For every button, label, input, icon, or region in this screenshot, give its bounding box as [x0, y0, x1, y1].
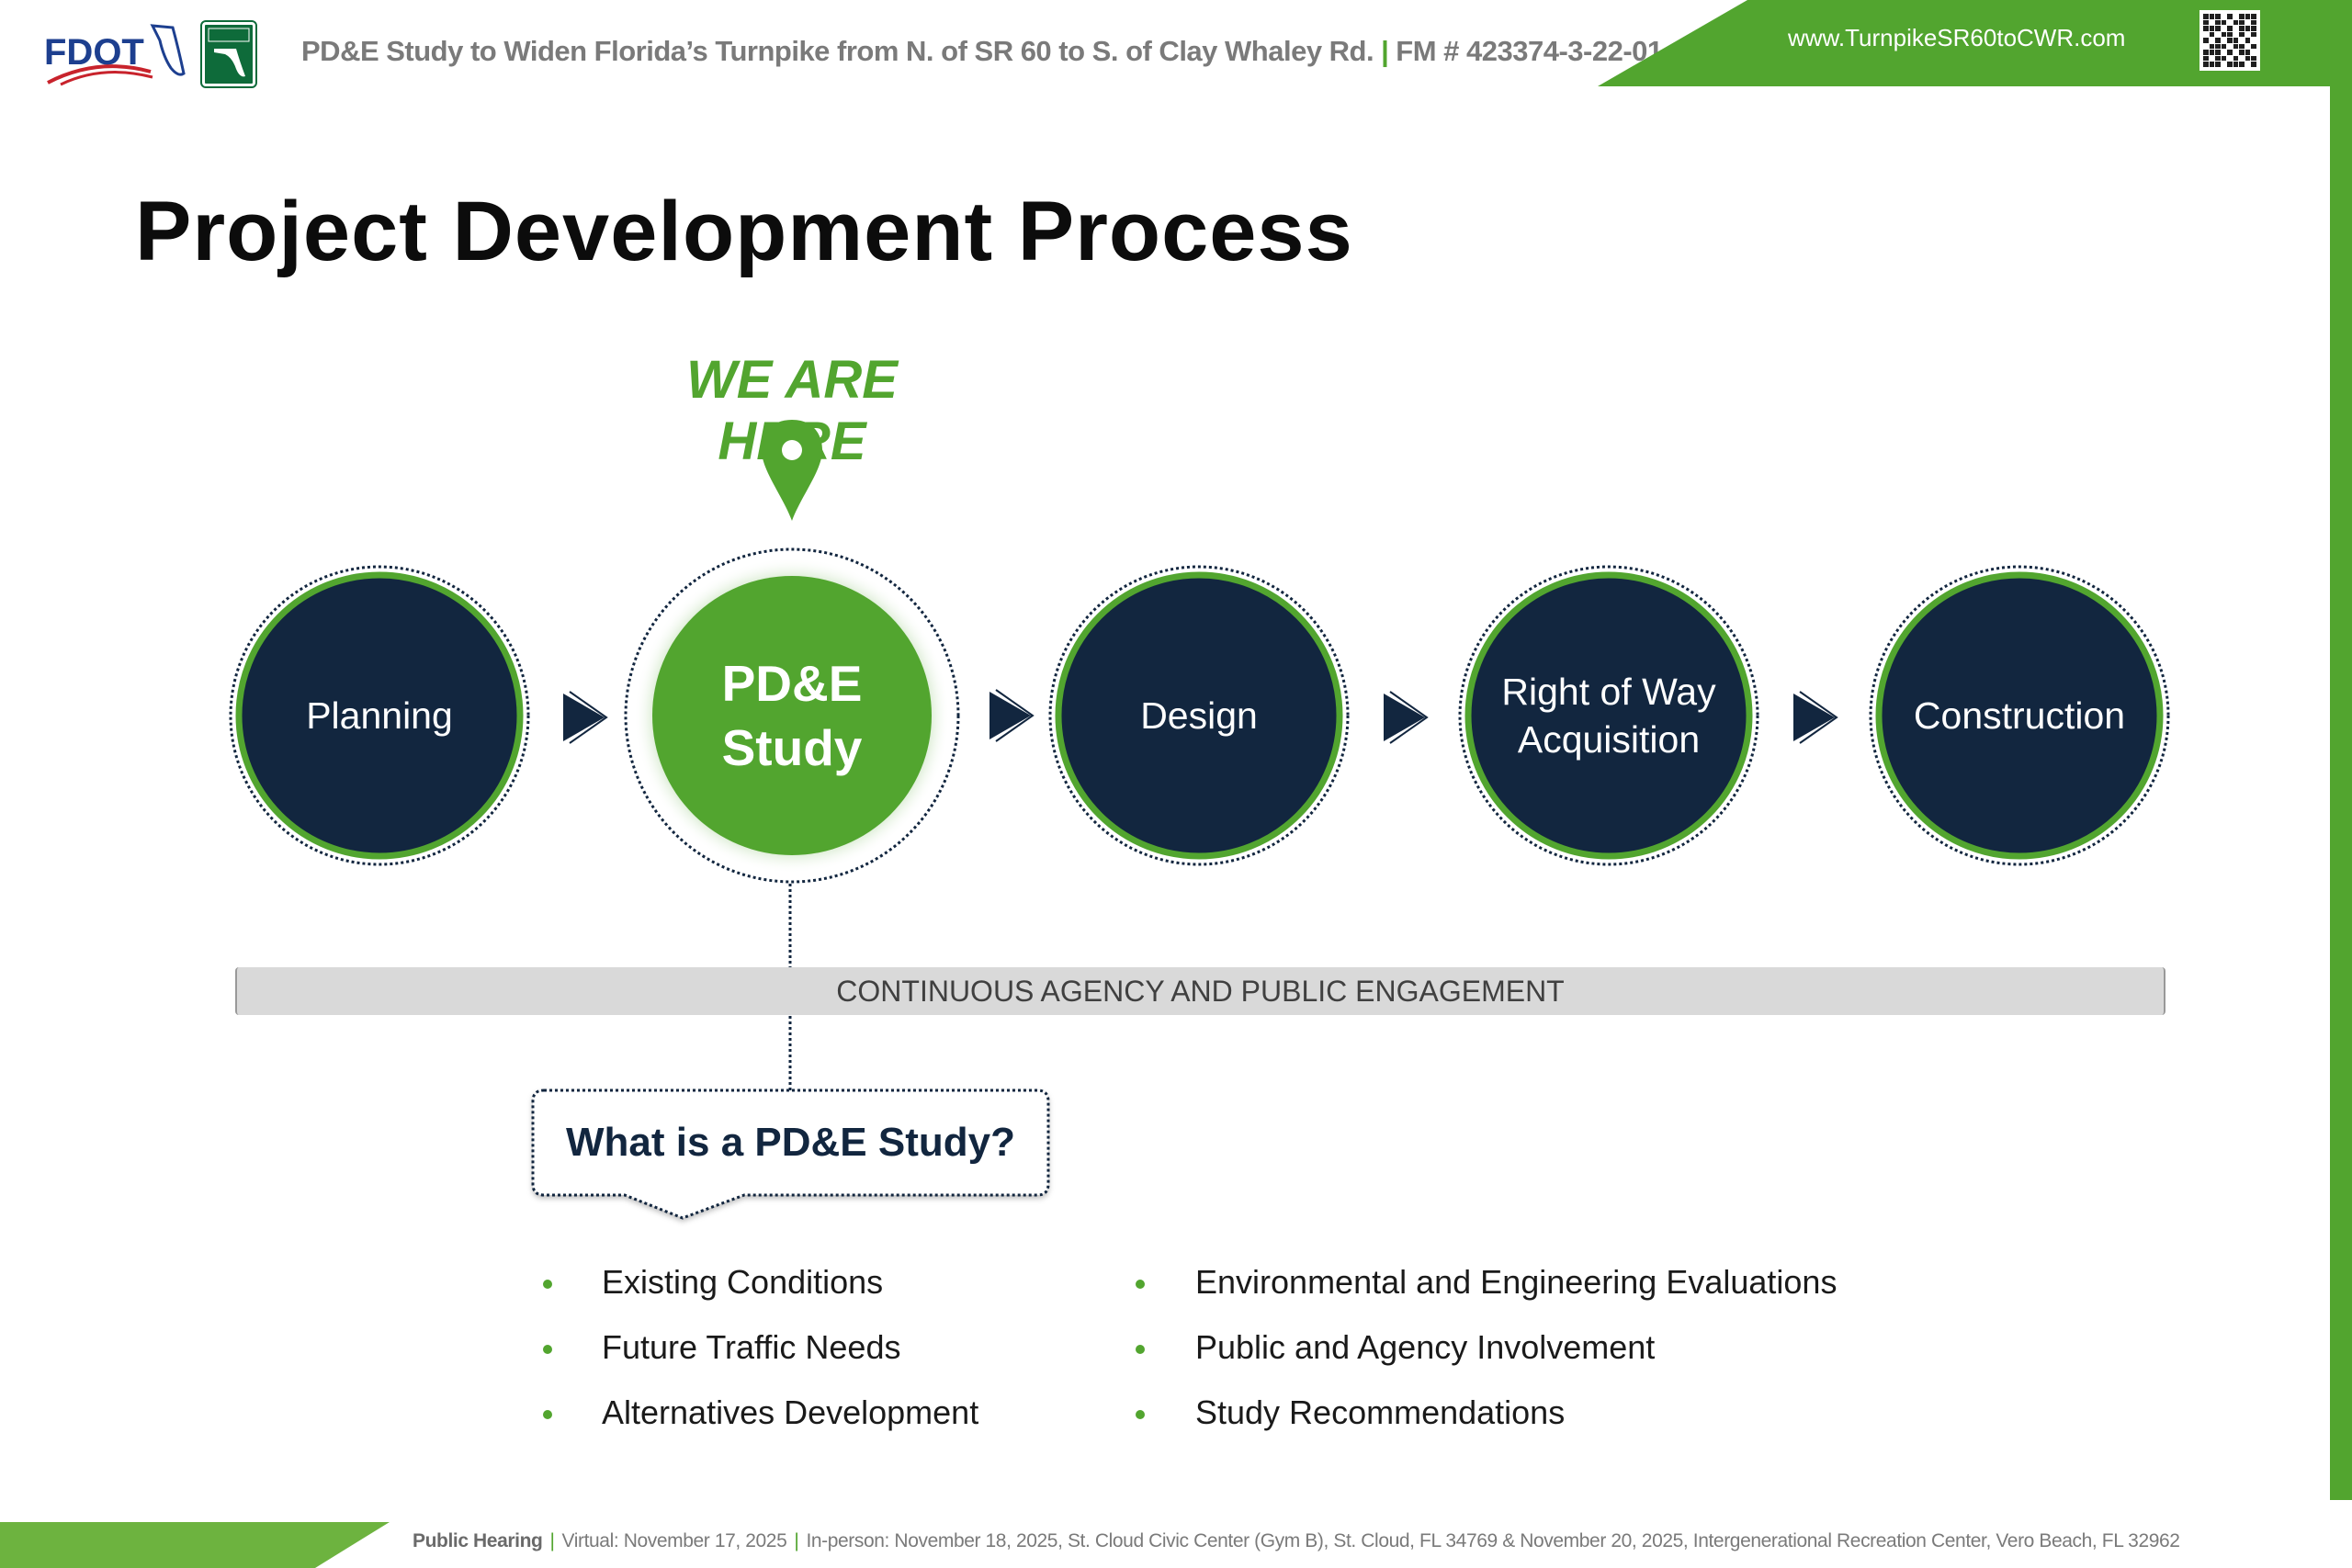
list-item: Future Traffic Needs	[602, 1328, 901, 1366]
bullet-icon	[1136, 1410, 1145, 1419]
step-label-right-of-way: Right of Way Acquisition	[1501, 671, 1716, 761]
bullet-icon	[543, 1280, 552, 1289]
list-item: Study Recommendations	[1195, 1393, 1566, 1431]
step-circle-pde	[624, 547, 960, 884]
qr-code-icon	[2199, 10, 2260, 71]
bullet-icon	[543, 1345, 552, 1354]
footer-separator: |	[549, 1530, 555, 1551]
step-circle-planning	[229, 565, 530, 866]
footer-in-person: In-person: November 18, 2025, St. Cloud …	[806, 1530, 2180, 1551]
callout-title: What is a PD&E Study?	[566, 1120, 1015, 1165]
arrow-right-icon	[563, 691, 608, 744]
arrow-right-icon	[1384, 691, 1429, 744]
engagement-bar: CONTINUOUS AGENCY AND PUBLIC ENGAGEMENT	[235, 967, 2165, 1015]
arrow-right-icon	[989, 689, 1035, 742]
list-item: Alternatives Development	[602, 1393, 979, 1431]
fm-number: FM # 423374-3-22-01	[1396, 35, 1663, 67]
step-label-construction: Construction	[1913, 694, 2126, 737]
step-circle-right-of-way	[1458, 565, 1759, 866]
study-title: PD&E Study to Widen Florida’s Turnpike f…	[301, 35, 1374, 67]
turnpike-logo	[200, 20, 257, 88]
bullet-icon	[1136, 1280, 1145, 1289]
list-item: Environmental and Engineering Evaluation…	[1195, 1263, 1838, 1301]
right-green-bar	[2330, 85, 2352, 1500]
step-circle-construction	[1869, 565, 2170, 866]
step-label-planning: Planning	[306, 694, 453, 737]
callout-box	[531, 1089, 1050, 1220]
list-item: Existing Conditions	[602, 1263, 884, 1301]
arrow-right-icon	[1793, 691, 1838, 744]
step-label-design: Design	[1140, 694, 1258, 737]
website-link[interactable]: www.TurnpikeSR60toCWR.com	[1788, 24, 2126, 51]
bullet-icon	[543, 1410, 552, 1419]
footer-virtual: Virtual: November 17, 2025	[561, 1530, 787, 1551]
page-title: Project Development Process	[135, 185, 1353, 278]
step-label-pde: PD&E Study	[721, 655, 863, 776]
fdot-logo: FDOT	[42, 20, 189, 86]
step-circle-design	[1048, 565, 1350, 866]
header-separator: |	[1381, 35, 1389, 67]
footer-info: Public Hearing | Virtual: November 17, 202…	[413, 1530, 2180, 1552]
bullet-icon	[1136, 1345, 1145, 1354]
study-header: PD&E Study to Widen Florida’s Turnpike f…	[301, 35, 1663, 68]
location-pin-icon	[762, 420, 822, 521]
footer-separator: |	[794, 1530, 799, 1551]
list-item: Public and Agency Involvement	[1195, 1328, 1656, 1366]
footer-event: Public Hearing	[413, 1530, 543, 1551]
footer-green-banner	[0, 1522, 390, 1568]
